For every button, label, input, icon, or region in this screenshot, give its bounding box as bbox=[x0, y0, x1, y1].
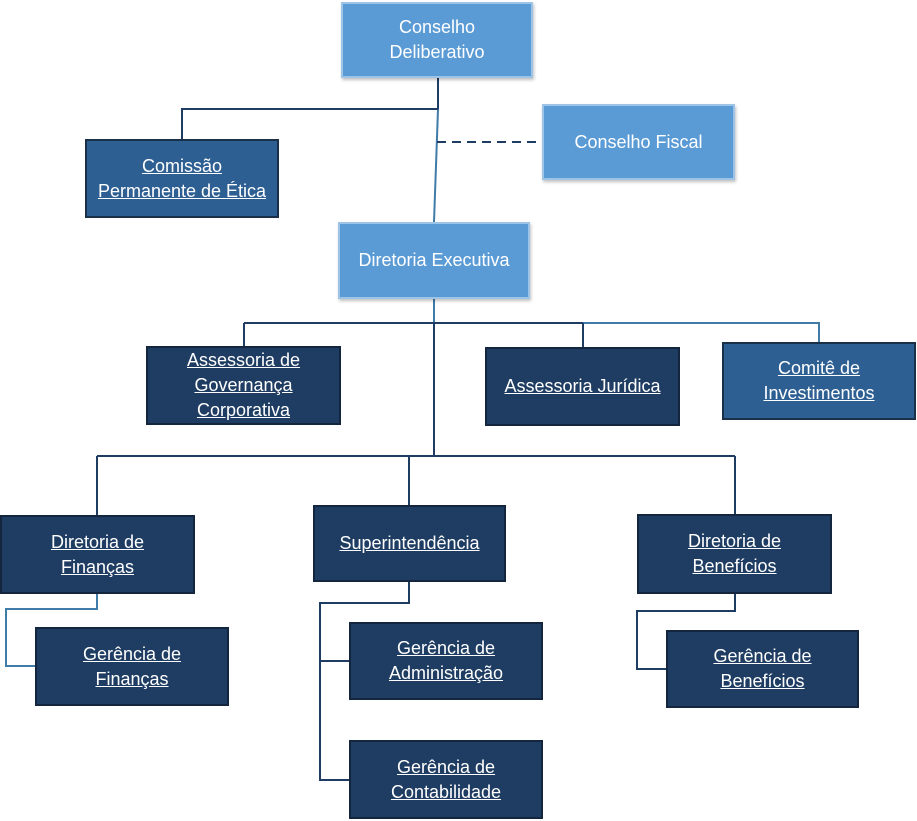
connector-assessorias-bar-right bbox=[583, 322, 820, 342]
diretoria-financas-box[interactable]: Diretoria de Finanças bbox=[0, 515, 195, 594]
superintendencia-box[interactable]: Superintendência bbox=[313, 505, 506, 582]
comite-investimentos-box[interactable]: Comitê de Investimentos bbox=[722, 342, 916, 420]
connector-gerencia-beneficios bbox=[636, 594, 736, 670]
assessoria-juridica-link[interactable]: Assessoria Jurídica bbox=[504, 376, 661, 396]
connector-gerencia-financas bbox=[5, 594, 98, 667]
gerencia-beneficios-box[interactable]: Gerência de Benefícios bbox=[666, 630, 859, 708]
conselho-fiscal-box: Conselho Fiscal bbox=[542, 104, 735, 180]
assessoria-governanca-link[interactable]: Assessoria de Governança Corporativa bbox=[186, 350, 301, 420]
diretoria-executiva-label: Diretoria Executiva bbox=[358, 250, 510, 270]
connector-superintendencia-gerencias bbox=[319, 582, 410, 781]
connector-deliberativo-executiva-lower bbox=[433, 108, 439, 223]
conselho-fiscal-label: Conselho Fiscal bbox=[574, 131, 703, 152]
assessoria-juridica-box[interactable]: Assessoria Jurídica bbox=[485, 347, 680, 426]
gerencia-beneficios-link[interactable]: Gerência de Benefícios bbox=[713, 646, 812, 691]
gerencia-administracao-link[interactable]: Gerência de Administração bbox=[388, 638, 504, 683]
gerencia-financas-box[interactable]: Gerência de Finanças bbox=[35, 627, 229, 706]
connector-comissao-etica bbox=[181, 108, 438, 139]
comissao-etica-link[interactable]: Comissão Permanente de Ética bbox=[97, 155, 267, 201]
diretoria-executiva-box: Diretoria Executiva bbox=[338, 222, 530, 299]
gerencia-financas-link[interactable]: Gerência de Finanças bbox=[82, 643, 182, 689]
gerencia-contabilidade-box[interactable]: Gerência de Contabilidade bbox=[349, 740, 543, 819]
comissao-etica-box[interactable]: Comissão Permanente de Ética bbox=[85, 139, 279, 218]
gerencia-administracao-box[interactable]: Gerência de Administração bbox=[349, 622, 543, 700]
conselho-deliberativo-box: Conselho Deliberativo bbox=[341, 2, 533, 78]
gerencia-contabilidade-link[interactable]: Gerência de Contabilidade bbox=[390, 756, 502, 802]
comite-investimentos-link[interactable]: Comitê de Investimentos bbox=[763, 358, 875, 403]
diretoria-beneficios-link[interactable]: Diretoria de Benefícios bbox=[687, 531, 782, 576]
diretoria-beneficios-box[interactable]: Diretoria de Benefícios bbox=[637, 514, 832, 594]
superintendencia-link[interactable]: Superintendência bbox=[339, 533, 480, 553]
conselho-deliberativo-label: Conselho Deliberativo bbox=[389, 17, 485, 62]
assessoria-governanca-box[interactable]: Assessoria de Governança Corporativa bbox=[146, 346, 341, 425]
diretoria-financas-link[interactable]: Diretoria de Finanças bbox=[50, 531, 145, 577]
